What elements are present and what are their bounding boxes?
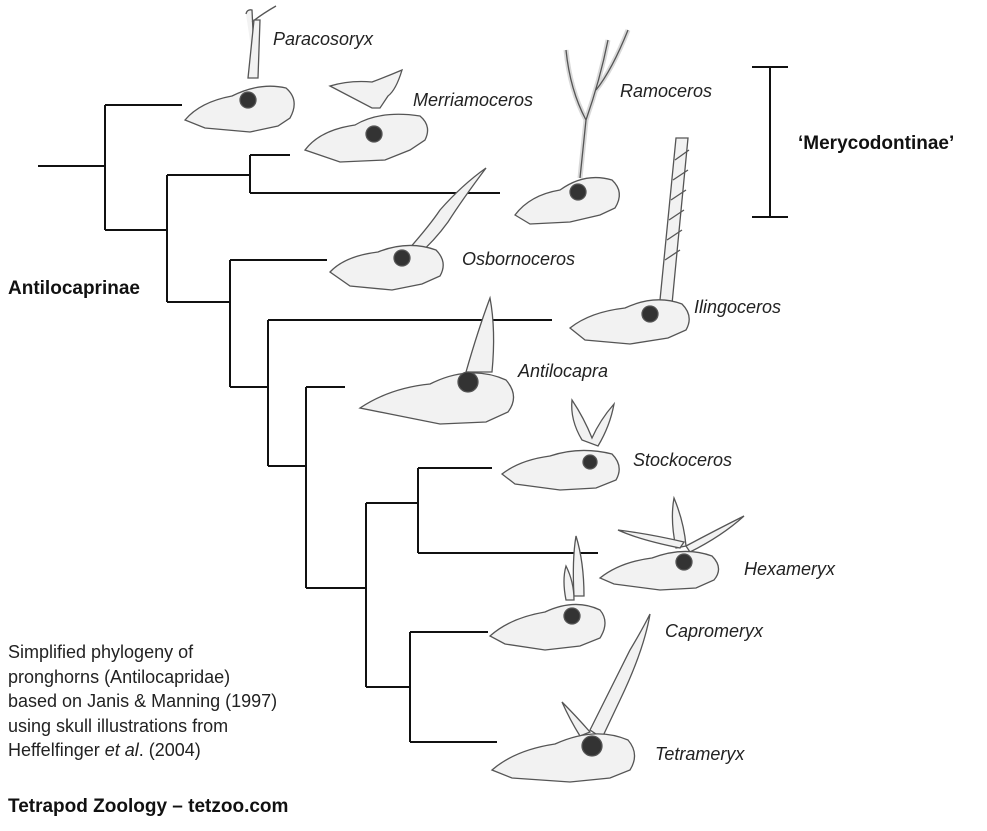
skull-illustrations [183,5,745,783]
caption: Simplified phylogeny of pronghorns (Anti… [8,640,277,763]
taxon-osbornoceros: Osbornoceros [462,249,576,269]
caption-line-2: pronghorns (Antilocapridae) [8,666,231,687]
stockoceros-skull-icon [500,398,620,491]
taxon-merriamoceros: Merriamoceros [413,90,534,110]
taxon-tetrameryx: Tetrameryx [655,744,745,764]
ilingoceros-skull-icon [568,137,690,345]
taxon-antilocapra: Antilocapra [518,361,609,381]
taxon-ramoceros: Ramoceros [620,81,713,101]
tetrameryx-skull-icon [490,613,651,783]
caption-line-1: Simplified phylogeny of [8,642,194,662]
caption-line-3: based on Janis & Manning (1997) [8,691,278,711]
clade-antilocaprinae: Antilocaprinae [8,278,140,299]
caption-line-5: Heffelfinger et al. (2004) [8,738,277,763]
merriamoceros-skull-icon [303,68,429,163]
capromeryx-skull-icon [488,535,606,651]
caption-line-5-post: . (2004) [138,740,201,760]
taxon-paracosoryx: Paracosoryx [273,29,374,49]
footer-credit: Tetrapod Zoology – tetzoo.com [8,796,289,817]
caption-line-5-em: et al [104,740,139,760]
caption-line-4: using skull illustrations from [8,715,229,736]
ramoceros-skull-icon [514,29,631,225]
hexameryx-skull-icon [598,495,745,591]
paracosoryx-skull-icon [183,5,295,133]
taxon-capromeryx: Capromeryx [665,621,764,641]
caption-line-5-pre: Heffelfinger [8,740,105,760]
taxon-stockoceros: Stockoceros [633,450,733,470]
antilocapra-skull-icon [358,295,515,425]
taxon-hexameryx: Hexameryx [744,559,836,579]
osbornoceros-skull-icon [329,167,487,291]
merycodontinae-bracket [752,66,788,218]
taxon-ilingoceros: Ilingoceros [694,297,782,317]
clade-merycodontinae: ‘Merycodontinae’ [798,133,955,154]
tree-branches [38,104,598,743]
